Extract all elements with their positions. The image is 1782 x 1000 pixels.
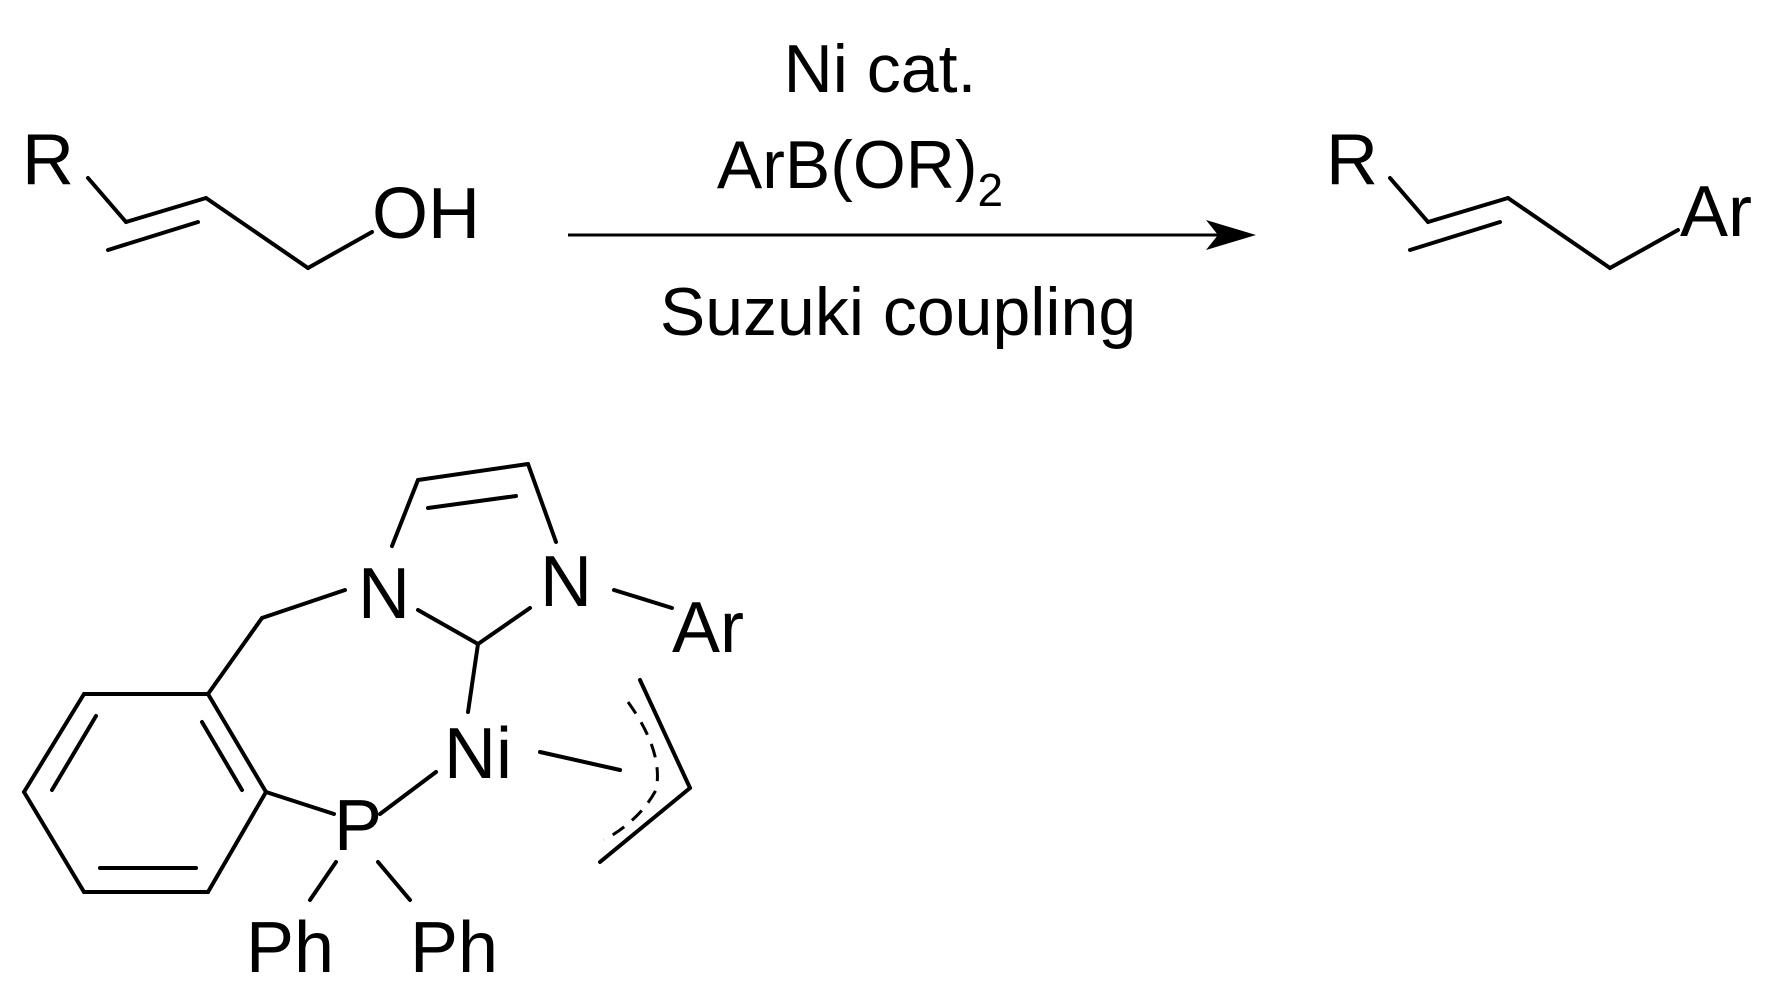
allyl-bond-lower (598, 786, 692, 864)
reactant-oh-label: OH (372, 174, 480, 254)
catalyst-label: Ni cat. (784, 31, 977, 107)
product-double-bond-outer (1426, 196, 1510, 224)
imidazole-bond-n1-c5 (390, 478, 420, 548)
catalyst-n-aryl-label: Ar (672, 588, 744, 668)
product-bond-c3-ar (1608, 228, 1680, 270)
bond-carbene-ni (466, 642, 480, 714)
reagent-text: ArB(OR) (717, 127, 978, 203)
nickel-catalyst-structure: N N Ar P Ph Ph Ni (22, 462, 744, 988)
reaction-arrow-head (1206, 220, 1256, 250)
reagent-label: ArB(OR)2 (717, 127, 1003, 216)
imidazole-bond-c4-c5 (416, 462, 530, 482)
benzene-bond-6 (206, 692, 268, 794)
product-r-label: R (1326, 120, 1378, 200)
product-bond-r-c1 (1388, 176, 1430, 224)
benzene-bond-3 (22, 790, 86, 894)
reactant-bond-c3-o (306, 230, 374, 270)
benzene-bond-2 (22, 692, 86, 794)
bond-ni-allyl (538, 750, 622, 772)
reactant-bond-r-c1 (86, 176, 128, 224)
imidazole-double-bond-inner (426, 494, 518, 510)
bond-ch2-aryl (206, 616, 264, 696)
product-bond-c2-c3 (1506, 196, 1612, 270)
catalyst-ni-label: Ni (444, 714, 512, 794)
catalyst-p-label: P (334, 786, 382, 866)
benzene-inner-double-1 (50, 714, 98, 792)
reagent-subscript: 2 (978, 164, 1004, 216)
catalyst-ph-2: Ph (410, 908, 498, 988)
reactant-double-bond-inner (106, 220, 200, 252)
imidazole-bond-n1-c2 (416, 608, 480, 646)
catalyst-n-right: N (540, 542, 592, 622)
bond-p-ni (378, 770, 438, 816)
bond-n-ch2 (260, 588, 347, 620)
reactant-r-label: R (22, 120, 74, 200)
bond-aryl-p (264, 790, 336, 816)
allyl-bond-upper (638, 678, 692, 790)
reaction-arrow-group: Ni cat. ArB(OR)2 Suzuki coupling (568, 31, 1256, 350)
bond-p-ph2 (376, 860, 412, 902)
product-allylarene: R Ar (1326, 120, 1752, 270)
bond-p-ph1 (308, 860, 338, 902)
reactant-double-bond-outer (124, 196, 208, 224)
benzene-inner-double-3 (200, 720, 244, 792)
catalyst-ph-1: Ph (246, 908, 334, 988)
catalyst-n-left: N (358, 554, 410, 634)
reactant-allylic-alcohol: R OH (22, 120, 480, 270)
imidazole-bond-c4-n3 (526, 462, 558, 544)
bond-n-aryl (612, 588, 674, 610)
reaction-name-label: Suzuki coupling (660, 274, 1136, 350)
allyl-delocalization-dashes (603, 701, 659, 842)
product-ar-label: Ar (1680, 172, 1752, 252)
product-double-bond-inner (1408, 220, 1502, 252)
reactant-bond-c2-c3 (204, 196, 310, 270)
benzene-bond-5 (206, 790, 268, 894)
imidazole-bond-c2-n3 (476, 606, 532, 646)
